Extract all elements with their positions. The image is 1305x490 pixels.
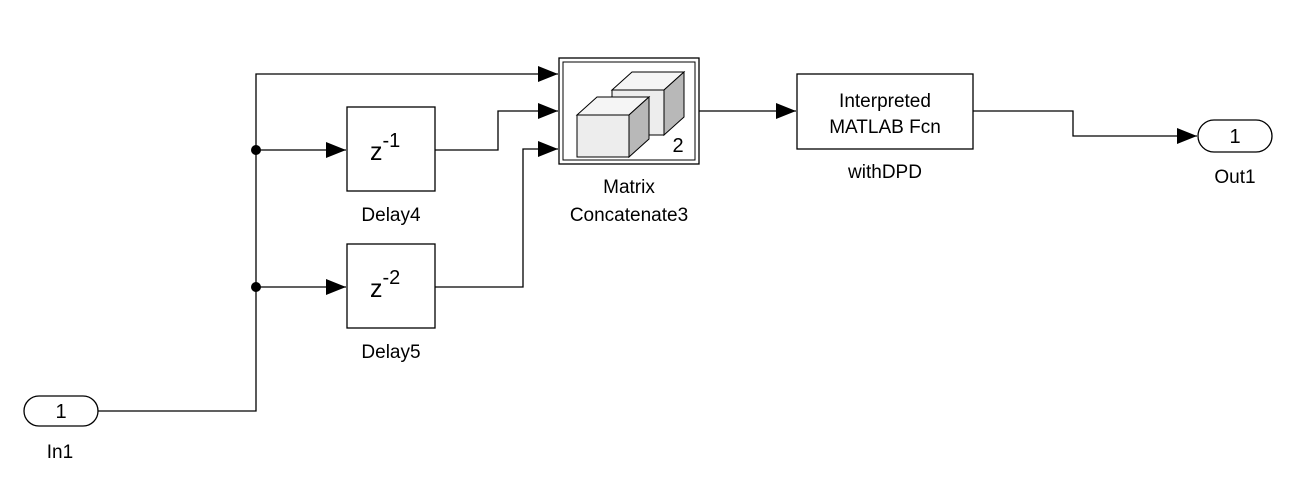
delay-block-delay5[interactable]: z-2 Delay5 — [346, 243, 436, 363]
outport-number: 1 — [1229, 126, 1240, 148]
inport-number: 1 — [55, 401, 66, 423]
delay4-shape[interactable] — [346, 106, 436, 192]
signal-line-delay4-to-concat[interactable] — [435, 103, 558, 151]
outport-shape[interactable] — [1197, 119, 1273, 153]
delay4-symbol: z-1 — [370, 130, 400, 166]
delay4-label: Delay4 — [361, 205, 421, 226]
matrix-concatenate-block[interactable]: 2 Matrix Concatenate3 — [558, 57, 700, 226]
branch-point-delay4 — [251, 145, 261, 155]
signal-lines — [98, 66, 1197, 412]
delay5-shape[interactable] — [346, 243, 436, 329]
matlab-fcn-label: withDPD — [847, 162, 922, 183]
inport-label: In1 — [47, 442, 73, 463]
matlab-fcn-text-line2: MATLAB Fcn — [829, 117, 941, 138]
matrix-concatenate-label-line1: Matrix — [603, 177, 655, 198]
delay5-symbol: z-2 — [370, 267, 400, 303]
branch-point-delay5 — [251, 282, 261, 292]
interpreted-matlab-fcn-block[interactable]: Interpreted MATLAB Fcn withDPD — [796, 73, 974, 183]
inport-shape[interactable] — [23, 395, 99, 427]
inport-block-in1[interactable]: 1 In1 — [23, 395, 99, 463]
matlab-fcn-text-line1: Interpreted — [839, 91, 931, 112]
outport-block-out1[interactable]: 1 Out1 — [1197, 119, 1273, 188]
matrix-concatenate-inner-frame — [562, 61, 696, 161]
signal-line-in1-trunk[interactable] — [98, 66, 558, 412]
matlab-fcn-shape[interactable] — [796, 73, 974, 150]
matrix-concatenate-label-line2: Concatenate3 — [570, 205, 688, 226]
stacked-cubes-icon — [575, 70, 686, 159]
delay-block-delay4[interactable]: z-1 Delay4 — [346, 106, 436, 226]
outport-label: Out1 — [1214, 167, 1255, 188]
signal-line-fcn-to-out1[interactable] — [973, 110, 1197, 144]
signal-line-delay5-to-concat[interactable] — [435, 141, 558, 288]
matrix-concatenate-dimension: 2 — [672, 135, 683, 157]
delay5-label: Delay5 — [361, 342, 420, 363]
